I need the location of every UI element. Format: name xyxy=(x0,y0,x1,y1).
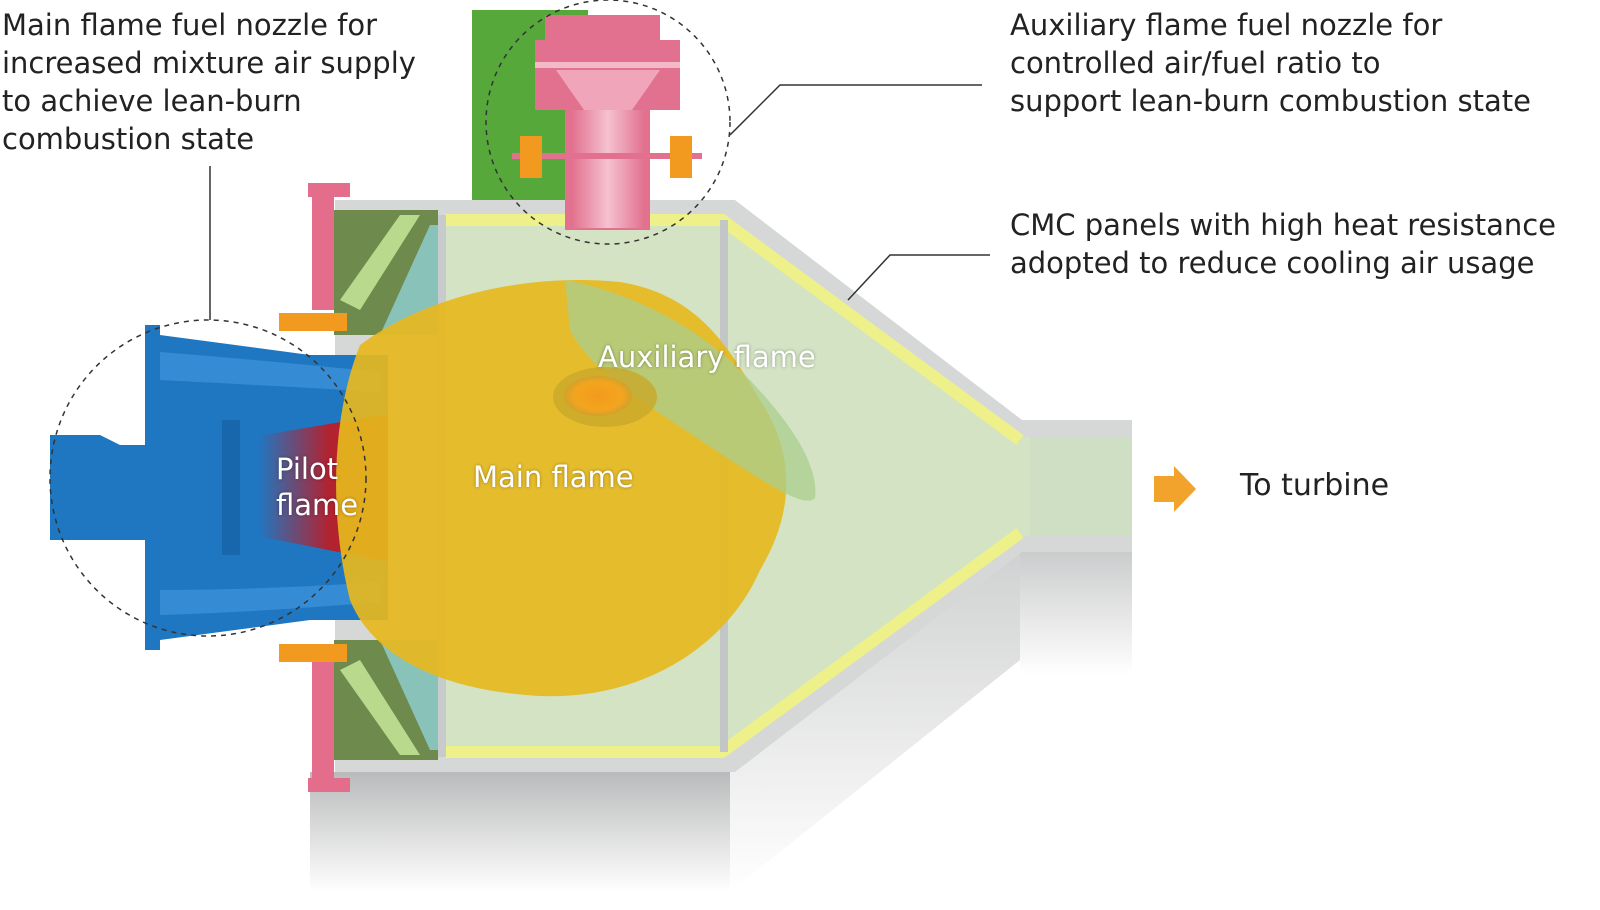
front-flange-left-bottom xyxy=(312,662,334,782)
aux-nozzle-cone xyxy=(556,70,660,110)
aux-pin-left xyxy=(512,153,702,159)
cmc-panels-callout: CMC panels with high heat resistance ado… xyxy=(1010,206,1556,282)
swirler-bottom xyxy=(340,660,420,755)
clamp-top xyxy=(279,313,347,331)
aux-nozzle-callout: Auxiliary flame fuel nozzle for controll… xyxy=(1010,6,1531,120)
auxiliary-flame-shape xyxy=(565,280,816,501)
exit-duct xyxy=(1030,437,1132,536)
shadow-cone xyxy=(730,550,1020,892)
aux-nozzle-highlight-circle xyxy=(485,0,731,245)
auxiliary-flame-label: Auxiliary flame xyxy=(598,340,816,374)
cmc-leader xyxy=(847,254,990,301)
pilot-flame-label-line-1: Pilot xyxy=(276,452,339,486)
nozzle-highlight-2 xyxy=(160,582,380,615)
pilot-flame-label: Pilot flame xyxy=(276,451,358,523)
main-nozzle-highlight-circle xyxy=(49,319,367,637)
aux-hot-core xyxy=(564,376,632,416)
aux-clamp-left xyxy=(520,136,542,178)
aux-clamp-right xyxy=(670,136,692,178)
arrow-right-icon xyxy=(1154,466,1196,512)
main-flame-label: Main flame xyxy=(473,460,634,494)
nozzle-inner-band xyxy=(222,420,240,555)
main-nozzle-callout: Main flame fuel nozzle for increased mix… xyxy=(2,6,416,158)
clamp-bottom xyxy=(279,644,347,662)
aux-nozzle-callout-line-3: support lean-burn combustion state xyxy=(1010,84,1531,118)
aux-nozzle-callout-line-2: controlled air/fuel ratio to xyxy=(1010,46,1381,80)
swirler-top-cyan xyxy=(380,225,438,335)
main-nozzle-callout-line-2: increased mixture air supply xyxy=(2,46,416,80)
shadow-main xyxy=(310,772,730,892)
to-turbine-label: To turbine xyxy=(1240,468,1390,503)
aux-nozzle-callout-line-1: Auxiliary flame fuel nozzle for xyxy=(1010,8,1443,42)
main-nozzle-callout-line-4: combustion state xyxy=(2,122,255,156)
cmc-callout-line-1: CMC panels with high heat resistance xyxy=(1010,208,1557,242)
cmc-callout-line-2: adopted to reduce cooling air usage xyxy=(1010,246,1535,280)
aux-nozzle-band xyxy=(535,62,680,68)
main-fuel-nozzle xyxy=(50,325,388,650)
aux-nozzle-leader xyxy=(729,84,982,136)
front-flange-left-top xyxy=(312,190,334,310)
shadow-exit xyxy=(1020,550,1132,675)
main-nozzle-callout-line-1: Main flame fuel nozzle for xyxy=(2,8,378,42)
pilot-flame-label-line-2: flame xyxy=(276,488,359,522)
main-nozzle-callout-line-3: to achieve lean-burn xyxy=(2,84,302,118)
nozzle-highlight xyxy=(160,352,380,392)
swirler-top xyxy=(340,215,420,310)
aux-nozzle-stem xyxy=(572,110,644,228)
